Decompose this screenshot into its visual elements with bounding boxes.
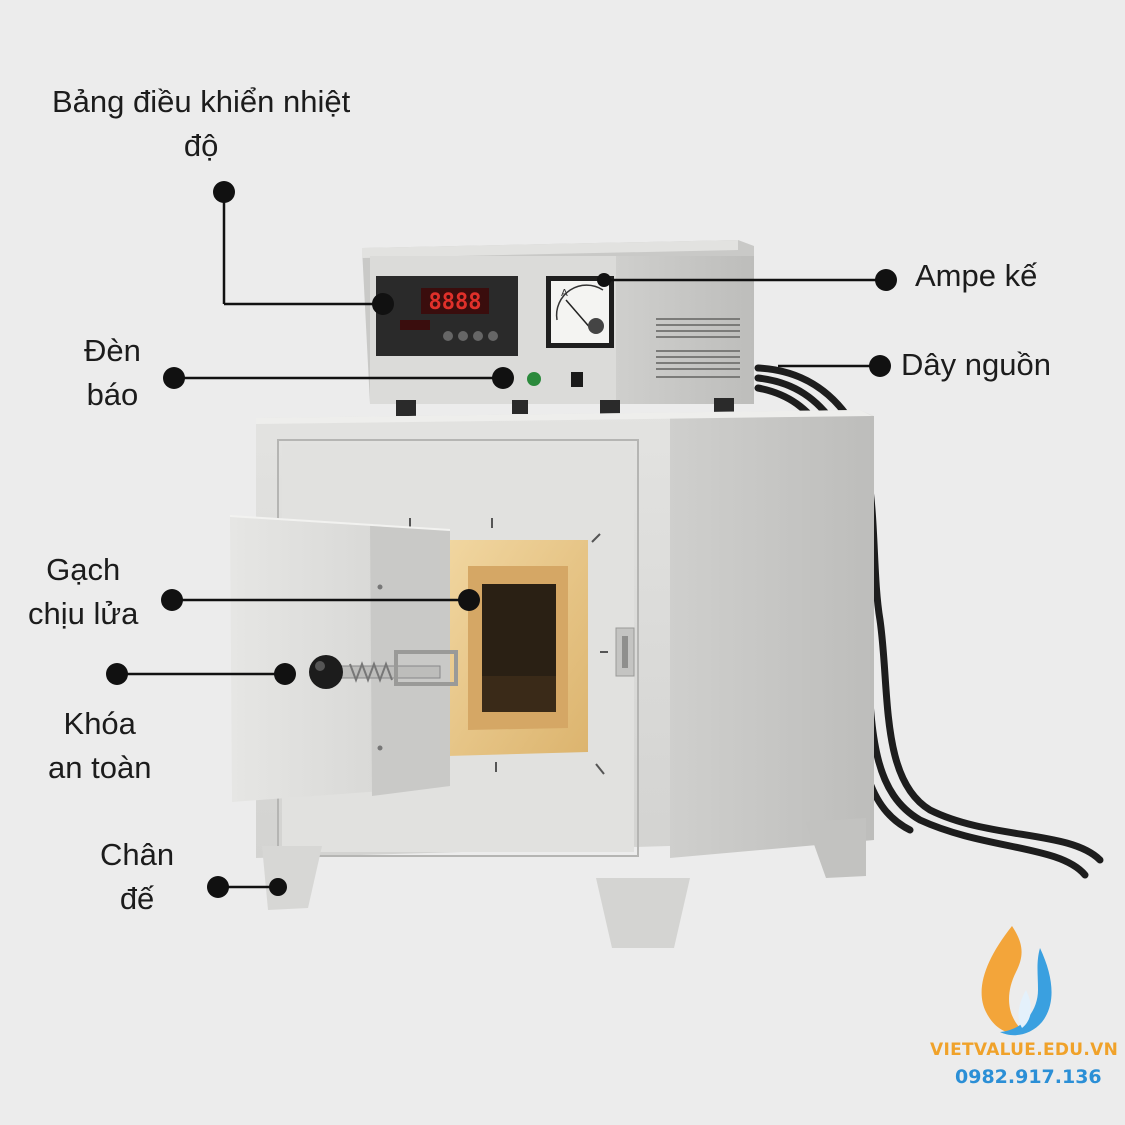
label-firebrick: Gạch chịu lửa <box>28 548 138 636</box>
furnace-cabinet <box>229 410 874 948</box>
callout-brick <box>161 589 480 611</box>
callout-lock <box>106 663 296 685</box>
brand-flame-icon <box>981 926 1052 1036</box>
cabinet-foot <box>806 818 866 878</box>
power-switch <box>571 372 583 387</box>
svg-text:A: A <box>561 288 568 299</box>
label-line: Gạch <box>46 552 121 587</box>
brand-phone: 0982.917.136 <box>955 1066 1102 1088</box>
temperature-display: 8888 <box>429 290 482 315</box>
label-line: Đèn <box>84 333 141 368</box>
safety-lock <box>309 650 458 689</box>
label-safety-lock: Khóa an toàn <box>48 702 151 790</box>
label-line: Chân <box>100 837 175 872</box>
label-line: báo <box>86 377 139 412</box>
label-line: độ <box>183 128 219 163</box>
label-base: Chân đế <box>100 833 174 921</box>
controller-box: 8888 A <box>362 240 754 416</box>
label-line: Bảng điều khiển nhiệt <box>52 84 351 119</box>
label-line: đế <box>119 881 155 916</box>
indicator-lamp <box>527 372 541 386</box>
callout-power-cord <box>778 355 891 377</box>
vent-slots <box>656 318 740 378</box>
callout-controller <box>213 181 394 315</box>
label-line: chịu lửa <box>28 596 139 631</box>
callout-indicator <box>163 367 514 389</box>
label-power-cord: Dây nguồn <box>901 347 1051 382</box>
cabinet-foot <box>596 878 690 948</box>
label-temperature-controller: Bảng điều khiển nhiệt độ <box>52 80 350 168</box>
label-indicator-lamp: Đèn báo <box>84 329 141 417</box>
label-line: Khóa <box>63 706 136 741</box>
cabinet-foot <box>262 846 322 910</box>
callout-ammeter <box>597 269 897 291</box>
callout-base <box>207 876 287 898</box>
label-ammeter: Ampe kế <box>915 258 1038 293</box>
brand-site: VIETVALUE.EDU.VN <box>930 1040 1119 1060</box>
label-line: an toàn <box>48 750 152 785</box>
